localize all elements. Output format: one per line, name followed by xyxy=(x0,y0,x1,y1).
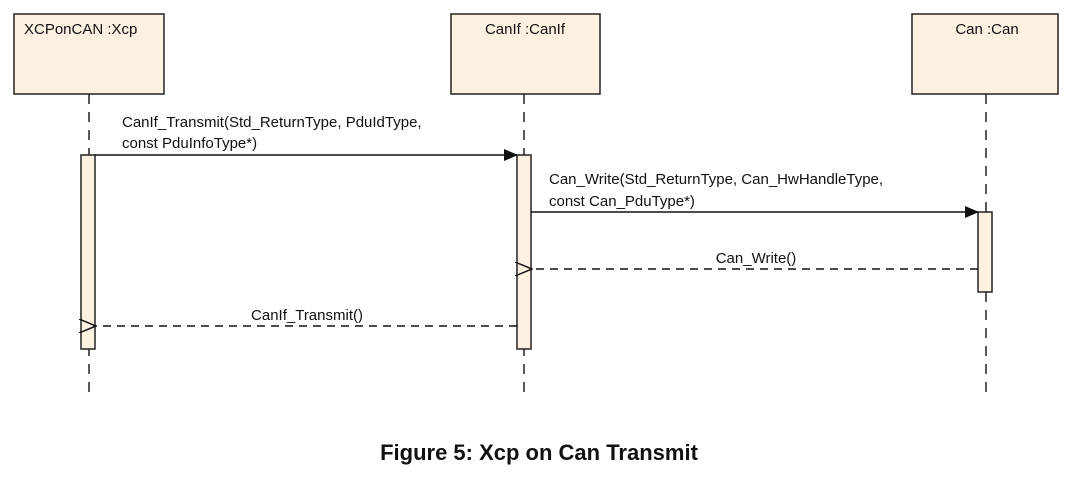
message-canif-transmit-return-label: CanIf_Transmit() xyxy=(251,307,363,324)
activation-can xyxy=(977,211,993,293)
lifeline-canif-label: CanIf :CanIf xyxy=(485,21,566,38)
lifeline-xcp-label: XCPonCAN :Xcp xyxy=(24,21,137,38)
lifeline-xcp-box xyxy=(13,13,165,95)
lifeline-can-box xyxy=(911,13,1059,95)
message-canif-transmit-return: CanIf_Transmit() xyxy=(96,307,517,326)
message-canif-transmit-call-line2: const PduInfoType*) xyxy=(122,135,257,152)
message-can-write-call: Can_Write(Std_ReturnType, Can_HwHandleTy… xyxy=(531,171,979,218)
figure-caption: Figure 5: Xcp on Can Transmit xyxy=(380,440,699,465)
message-can-write-call-line1: Can_Write(Std_ReturnType, Can_HwHandleTy… xyxy=(549,171,883,188)
lifeline-canif-box xyxy=(450,13,601,95)
message-canif-transmit-call: CanIf_Transmit(Std_ReturnType, PduIdType… xyxy=(95,114,518,161)
activation-canif xyxy=(516,154,532,350)
activation-xcp xyxy=(80,154,96,350)
lifeline-canif: CanIf :CanIf xyxy=(450,13,601,395)
message-can-write-call-line2: const Can_PduType*) xyxy=(549,193,695,210)
lifeline-can-label: Can :Can xyxy=(955,21,1018,38)
message-can-write-return: Can_Write() xyxy=(532,250,978,269)
message-canif-transmit-call-line1: CanIf_Transmit(Std_ReturnType, PduIdType… xyxy=(122,114,422,131)
lifeline-can: Can :Can xyxy=(911,13,1059,395)
message-can-write-return-label: Can_Write() xyxy=(716,250,797,267)
lifeline-xcp: XCPonCAN :Xcp xyxy=(13,13,165,395)
